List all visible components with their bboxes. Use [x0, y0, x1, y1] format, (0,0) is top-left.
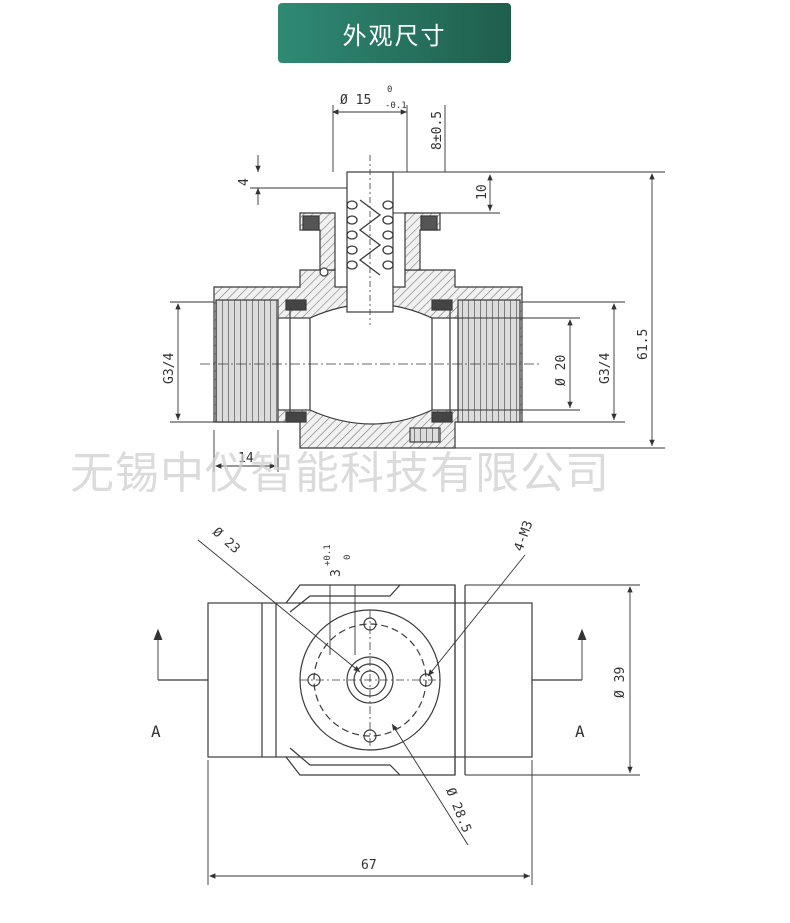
section-right-label: A — [575, 722, 585, 741]
bolt-circle — [313, 623, 427, 737]
thread-right-label: G3/4 — [598, 353, 613, 384]
top-dimension-labels: Ø 23 3 +0.1 0 4-M3 Ø 39 Ø 28.5 A A 67 — [151, 519, 628, 873]
stem-tol-lower: -0.1 — [385, 101, 407, 111]
header-badge: 外观尺寸 — [278, 3, 511, 63]
top-view — [158, 584, 582, 776]
dim-10-label: 10 — [475, 184, 490, 200]
bore-dia-label: Ø 20 — [554, 355, 569, 386]
right-thread — [457, 299, 521, 423]
height-label: 61.5 — [636, 329, 651, 360]
dia-28-5-label: Ø 28.5 — [442, 786, 474, 835]
front-section-view — [200, 155, 540, 449]
left-thread — [215, 299, 279, 423]
dia-23-label: Ø 23 — [209, 525, 242, 557]
holes-label: 4-M3 — [512, 519, 537, 554]
header-title: 外观尺寸 — [342, 21, 447, 50]
dim-4-label: 4 — [237, 178, 252, 186]
top-dimensions — [153, 539, 640, 885]
section-left-label: A — [151, 722, 161, 741]
width-label: 67 — [361, 858, 377, 873]
dim-3-tol-lower: 0 — [343, 555, 353, 560]
watermark: 无锡中仪智能科技有限公司 — [70, 448, 610, 499]
front-dimensions — [170, 105, 665, 472]
stem-dia-label: Ø 15 — [340, 93, 371, 108]
dim-14-label: 14 — [238, 451, 254, 466]
stem-tol-upper: 0 — [387, 85, 392, 95]
dia-39-label: Ø 39 — [613, 667, 628, 698]
dim-3-tol-upper: +0.1 — [323, 544, 333, 566]
dim-8-label: 8±0.5 — [430, 111, 445, 150]
front-dimension-labels: Ø 15 0 -0.1 8±0.5 4 10 G3/4 G3/4 Ø 20 61… — [162, 85, 651, 466]
dim-3-label: 3 — [329, 569, 344, 577]
spring — [346, 199, 394, 276]
thread-left-label: G3/4 — [162, 353, 177, 384]
